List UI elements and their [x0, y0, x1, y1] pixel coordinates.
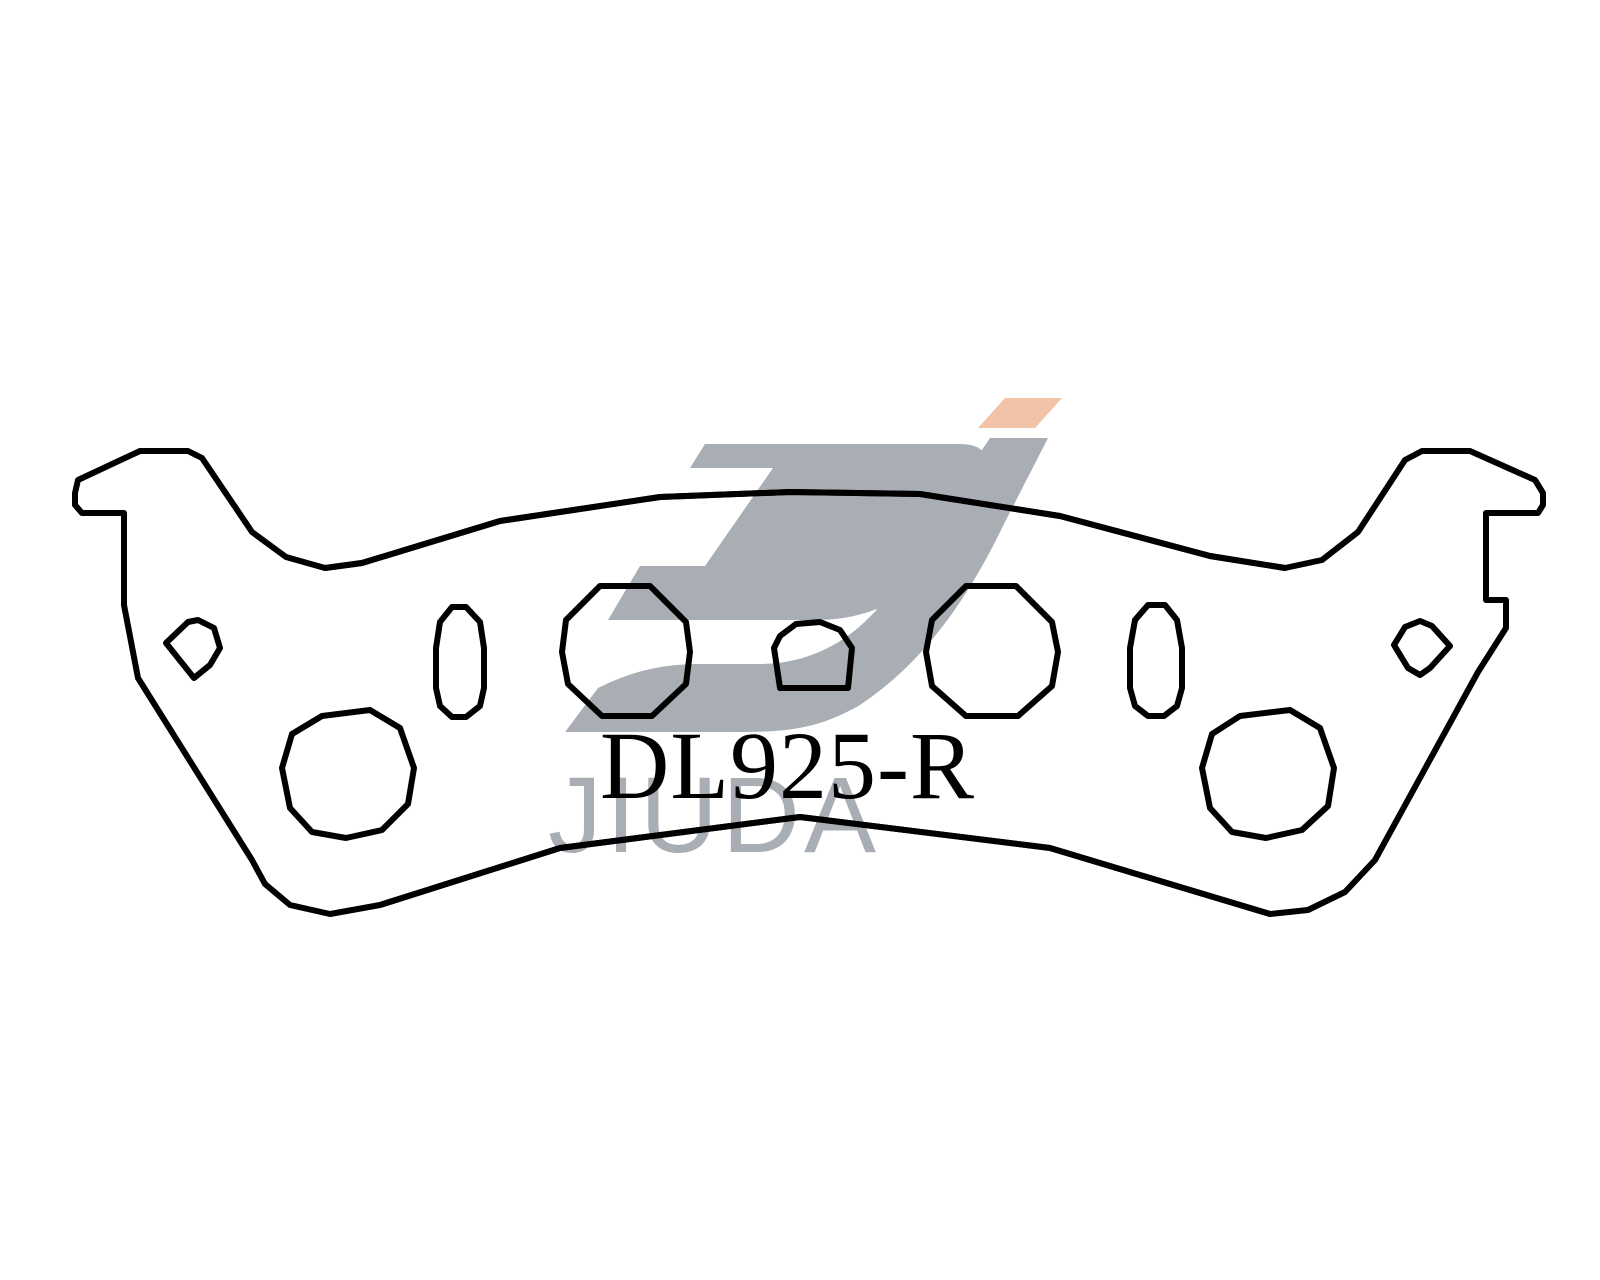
backing-plate-outline	[72, 448, 1546, 917]
logo-accent-shape	[978, 398, 1062, 428]
center-left-round-hole	[559, 583, 693, 719]
friction-bottom-edge	[377, 814, 1273, 917]
watermark-brand-text: JIUDA	[548, 754, 881, 875]
logo-d-shape	[608, 444, 987, 620]
friction-top-edge	[322, 489, 1288, 571]
lower-right-round-hole	[1199, 707, 1337, 841]
left-teardrop-hole	[163, 617, 223, 681]
right-teardrop-hole	[1391, 618, 1453, 678]
logo-j-shape	[565, 438, 1048, 732]
left-slot-hole	[433, 604, 487, 720]
center-right-round-hole	[923, 583, 1061, 719]
part-number-label: DL925-R	[600, 712, 975, 819]
center-small-hole	[771, 619, 855, 691]
lower-left-round-hole	[279, 707, 417, 841]
right-slot-hole	[1127, 602, 1185, 719]
